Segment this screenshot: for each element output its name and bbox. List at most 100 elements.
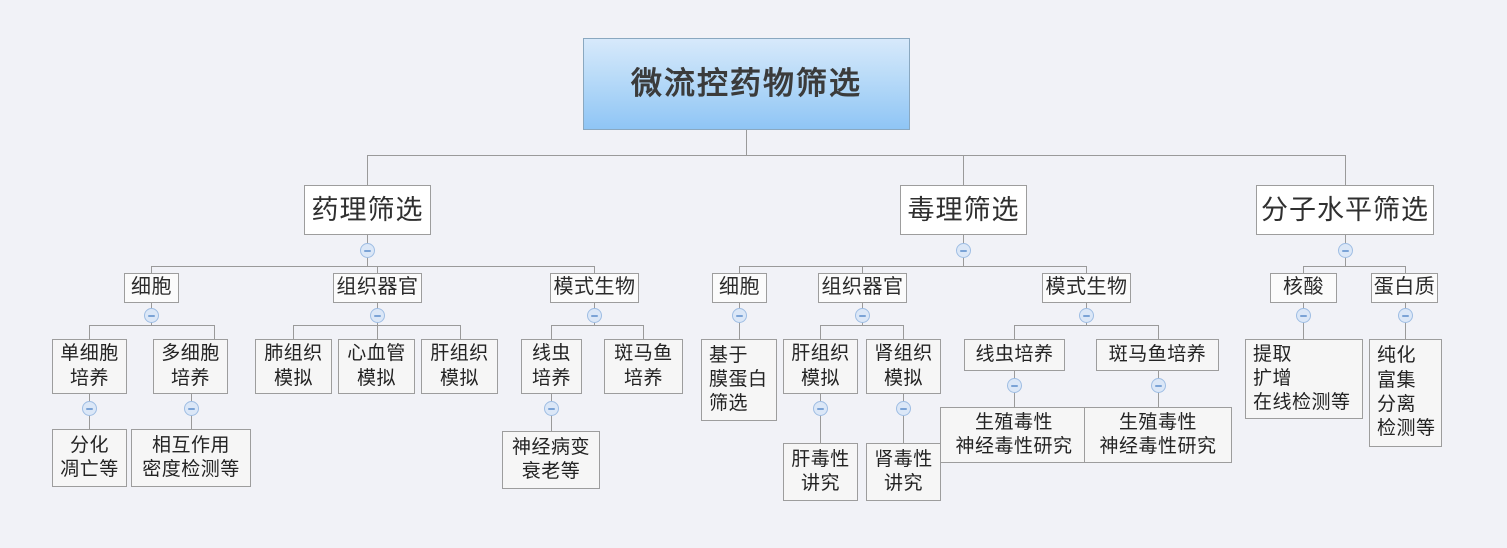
connector-root-to-b3 [1345,155,1346,185]
node-differentiation-apoptosis[interactable]: 分化 凋亡等 [52,429,127,487]
collapse-minus-icon [548,407,555,410]
connector-b3-to-c1 [1303,266,1304,274]
connector-b1c1-bus [89,325,214,326]
node-toxicology-screening[interactable]: 毒理筛选 [900,185,1027,235]
collapse-minus-icon [1155,384,1162,387]
connector-b2c3-to-a [1014,325,1015,339]
node-pharm-cell[interactable]: 细胞 [124,273,179,303]
connector-b1-to-c2 [377,266,378,274]
collapse-minus-icon [1083,314,1090,317]
collapse-toggle-pharmacology[interactable] [360,243,375,258]
collapse-toggle-liver-tissue-tox[interactable] [813,401,828,416]
connector-b2-to-c1 [739,266,740,274]
collapse-toggle-multi-cell-culture[interactable] [184,401,199,416]
collapse-toggle-pharm-tissue[interactable] [370,308,385,323]
node-nematode-culture-tox[interactable]: 线虫培养 [964,339,1065,371]
connector-b3-bus [1303,266,1405,267]
collapse-toggle-nematode-culture-pharm[interactable] [544,401,559,416]
connector-b3-to-c2 [1405,266,1406,274]
collapse-minus-icon [817,407,824,410]
node-zebrafish-culture-tox[interactable]: 斑马鱼培养 [1096,339,1219,371]
node-membrane-protein-screening[interactable]: 基于 膜蛋白 筛选 [701,339,777,421]
collapse-minus-icon [1402,314,1409,317]
connector-b2-to-c3 [1086,266,1087,274]
collapse-minus-icon [1011,384,1018,387]
node-cardiovascular-simulation[interactable]: 心血管 模拟 [338,339,415,394]
collapse-minus-icon [148,314,155,317]
connector-b2c2a-stem [820,394,821,443]
node-pharm-model-organism[interactable]: 模式生物 [550,273,639,303]
node-single-cell-culture[interactable]: 单细胞 培养 [52,339,127,394]
node-hepatotoxicity-study[interactable]: 肝毒性 讲究 [783,443,858,501]
node-extraction-amplification-detection[interactable]: 提取 扩增 在线检测等 [1245,339,1363,419]
node-root[interactable]: 微流控药物筛选 [583,38,910,130]
collapse-minus-icon [960,249,967,252]
node-purification-enrichment-separation[interactable]: 纯化 富集 分离 检测等 [1369,339,1442,447]
node-neuropathy-aging[interactable]: 神经病变 衰老等 [502,431,600,489]
connector-b2c2b-stem [903,394,904,443]
connector-b1c2-to-b [377,325,378,339]
collapse-minus-icon [1300,314,1307,317]
node-liver-tissue-simulation-pharm[interactable]: 肝组织 模拟 [421,339,498,394]
connector-b2c2-to-a [820,325,821,339]
collapse-minus-icon [900,407,907,410]
node-nucleic-acid[interactable]: 核酸 [1270,273,1337,303]
connector-root-stem [746,130,747,155]
collapse-toggle-kidney-tissue-tox[interactable] [896,401,911,416]
connector-b1-bus [151,266,594,267]
collapse-minus-icon [859,314,866,317]
collapse-minus-icon [86,407,93,410]
connector-b2-bus [739,266,1086,267]
node-tox-tissue-organ[interactable]: 组织器官 [818,273,907,303]
collapse-minus-icon [364,249,371,252]
collapse-minus-icon [736,314,743,317]
node-multi-cell-culture[interactable]: 多细胞 培养 [153,339,228,394]
connector-b2c2-to-b [903,325,904,339]
connector-root-to-b2 [963,155,964,185]
connector-b1c2-bus [293,325,460,326]
connector-b2c2-bus [820,325,903,326]
collapse-toggle-pharm-model[interactable] [587,308,602,323]
collapse-toggle-protein[interactable] [1398,308,1413,323]
connector-b1c3-to-b [643,325,644,339]
collapse-minus-icon [188,407,195,410]
node-nematode-culture-pharm[interactable]: 线虫 培养 [521,339,582,394]
connector-root-bus [367,155,1346,156]
node-protein[interactable]: 蛋白质 [1371,273,1438,303]
node-molecular-level-screening[interactable]: 分子水平筛选 [1256,185,1434,235]
node-zebrafish-culture-pharm[interactable]: 斑马鱼 培养 [604,339,683,394]
node-repro-neuro-toxicity-zebrafish[interactable]: 生殖毒性 神经毒性研究 [1084,407,1232,463]
collapse-toggle-tox-model[interactable] [1079,308,1094,323]
collapse-toggle-single-cell-culture[interactable] [82,401,97,416]
collapse-toggle-nematode-culture-tox[interactable] [1007,378,1022,393]
node-interaction-density-detection[interactable]: 相互作用 密度检测等 [131,429,251,487]
connector-b1c2-to-c [460,325,461,339]
connector-b1c1-to-b [214,325,215,339]
connector-b2-to-c2 [862,266,863,274]
node-liver-tissue-simulation-tox[interactable]: 肝组织 模拟 [783,339,858,394]
collapse-minus-icon [591,314,598,317]
collapse-toggle-nucleic-acid[interactable] [1296,308,1311,323]
connector-b2c3-bus [1014,325,1158,326]
connector-b1c1-to-a [89,325,90,339]
collapse-toggle-toxicology[interactable] [956,243,971,258]
connector-b1c3-to-a [551,325,552,339]
node-pharmacology-screening[interactable]: 药理筛选 [304,185,431,235]
node-repro-neuro-toxicity-nematode[interactable]: 生殖毒性 神经毒性研究 [940,407,1088,463]
node-nephrotoxicity-study[interactable]: 肾毒性 讲究 [866,443,941,501]
node-kidney-tissue-simulation[interactable]: 肾组织 模拟 [866,339,941,394]
connector-b2c3-to-b [1158,325,1159,339]
connector-b1-to-c1 [151,266,152,274]
collapse-toggle-tox-tissue[interactable] [855,308,870,323]
collapse-toggle-pharm-cell[interactable] [144,308,159,323]
node-lung-tissue-simulation[interactable]: 肺组织 模拟 [255,339,332,394]
node-pharm-tissue-organ[interactable]: 组织器官 [333,273,422,303]
collapse-toggle-zebrafish-culture-tox[interactable] [1151,378,1166,393]
node-tox-model-organism[interactable]: 模式生物 [1042,273,1131,303]
collapse-toggle-molecular[interactable] [1338,243,1353,258]
collapse-toggle-tox-cell[interactable] [732,308,747,323]
node-tox-cell[interactable]: 细胞 [712,273,767,303]
connector-root-to-b1 [367,155,368,185]
collapse-minus-icon [1342,249,1349,252]
